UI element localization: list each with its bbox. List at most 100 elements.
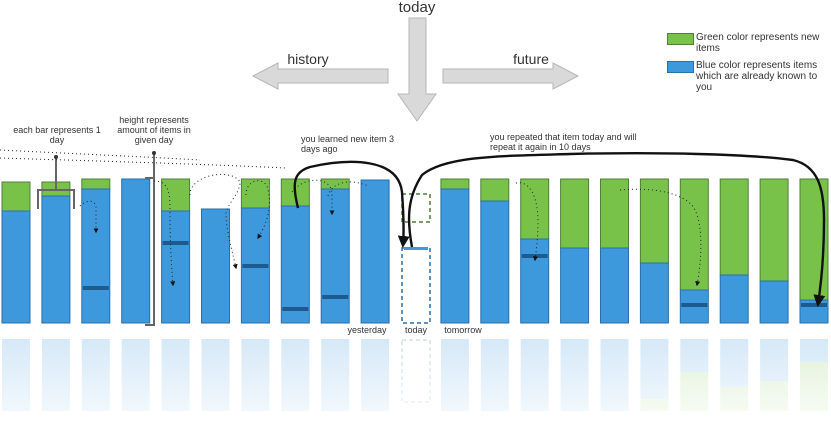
blue-swatch (667, 61, 694, 73)
item-marker-7 (242, 264, 269, 268)
learned-item-arrow (293, 160, 410, 248)
blue-segment-10 (360, 179, 390, 324)
blue-legend-text: Blue color represents items which are al… (696, 60, 818, 93)
day-bar-1 (1, 181, 31, 324)
item-marker-3 (82, 286, 109, 290)
day-bar-17 (639, 178, 669, 324)
today-title: today (399, 0, 436, 16)
today-down-arrow (397, 17, 437, 122)
dotted-arrow-1 (79, 200, 99, 234)
today-label: today (405, 325, 428, 335)
blue-segment-20 (759, 280, 789, 324)
repeated-note: you repeated that item today and will re… (490, 132, 637, 152)
day-bar-19 (719, 178, 749, 324)
each-bar-note: each bar represents 1 day (13, 125, 101, 145)
day-bar-16 (600, 178, 629, 324)
day-bar-2 (41, 181, 71, 324)
day-bar-4 (121, 178, 151, 324)
blue-segment-1 (1, 210, 31, 324)
day-bar-20 (759, 178, 789, 324)
bar-annotations (0, 149, 826, 326)
diagram-labels: today history future each bar represents… (13, 0, 637, 154)
blue-segment-19 (719, 274, 749, 324)
each-bar-dot (54, 155, 58, 159)
height-note-dot (152, 151, 156, 155)
dotted-arrow-7 (515, 182, 539, 262)
green-segment-12 (440, 178, 470, 190)
day-bar-6 (201, 208, 230, 324)
legend: Green color represents new items Blue co… (667, 32, 827, 97)
blue-segment-8 (280, 205, 310, 324)
green-segment-19 (719, 178, 749, 276)
blue-segment-2 (41, 195, 71, 324)
day-bar-18 (679, 178, 709, 324)
dotted-arrow-6 (327, 181, 369, 197)
history-label: history (287, 51, 328, 67)
green-swatch (667, 33, 694, 45)
green-segment-3 (81, 178, 111, 190)
blue-segment-12 (440, 188, 470, 324)
blue-segment-3 (81, 188, 111, 324)
item-marker-18 (681, 303, 708, 307)
yesterday-label: yesterday (347, 325, 387, 335)
timeline-labels: yesterday today tomorrow (347, 325, 482, 335)
future-label: future (513, 51, 549, 67)
green-segment-18 (679, 178, 709, 291)
dotted-arrow-3 (189, 173, 241, 270)
day-bar-10 (360, 179, 390, 324)
dotted-reference-line-1 (0, 149, 201, 161)
green-segment-20 (759, 178, 789, 282)
day-bars (1, 178, 829, 324)
blue-segment-14 (520, 238, 550, 324)
day-bar-3 (81, 178, 111, 324)
item-marker-8 (282, 307, 309, 311)
day-bar-15 (560, 178, 590, 324)
future-right-arrow (442, 62, 580, 90)
today-known-item-marker (404, 247, 428, 250)
item-marker-9 (322, 295, 349, 299)
tomorrow-label: tomorrow (444, 325, 482, 335)
green-segment-16 (600, 178, 629, 249)
green-segment-1 (1, 181, 31, 212)
blue-segment-5 (161, 210, 191, 324)
item-marker-14 (521, 254, 548, 258)
day-bar-7 (240, 178, 270, 324)
green-segment-5 (161, 178, 191, 212)
each-bar-bracket (37, 189, 75, 209)
day-bar-9 (320, 178, 350, 324)
day-bar-14 (520, 178, 550, 324)
green-segment-14 (520, 178, 550, 240)
day-bar-13 (480, 178, 510, 324)
green-segment-9 (320, 178, 350, 190)
item-marker-21 (801, 303, 827, 307)
reflection-fade-overlay (0, 336, 831, 444)
blue-segment-6 (201, 208, 230, 324)
repeat-item-arrow (407, 152, 826, 307)
height-bracket (145, 177, 155, 326)
green-legend-text: Green color represents new items (696, 32, 820, 54)
blue-segment-13 (480, 200, 510, 324)
learned-note: you learned new item 3 days ago (301, 134, 395, 154)
today-new-items-outline (401, 193, 431, 223)
history-left-arrow (251, 62, 389, 90)
dotted-arrow-2 (153, 180, 176, 287)
timeline-arrows (251, 17, 580, 122)
legend-item-blue: Blue color represents items which are al… (667, 60, 827, 93)
item-marker-5 (162, 241, 189, 245)
height-note: height represents amount of items in giv… (117, 115, 191, 145)
dotted-reference-line-2 (0, 157, 287, 169)
day-bar-11 (401, 193, 431, 324)
blue-segment-16 (600, 247, 629, 324)
green-segment-17 (639, 178, 669, 264)
blue-segment-4 (121, 178, 151, 324)
today-known-items-outline (401, 247, 431, 324)
green-segment-13 (480, 178, 510, 202)
day-bar-5 (161, 178, 191, 324)
day-bar-12 (440, 178, 470, 324)
blue-segment-17 (639, 262, 669, 324)
green-segment-15 (560, 178, 590, 249)
blue-segment-9 (320, 188, 350, 324)
legend-item-green: Green color represents new items (667, 32, 827, 56)
